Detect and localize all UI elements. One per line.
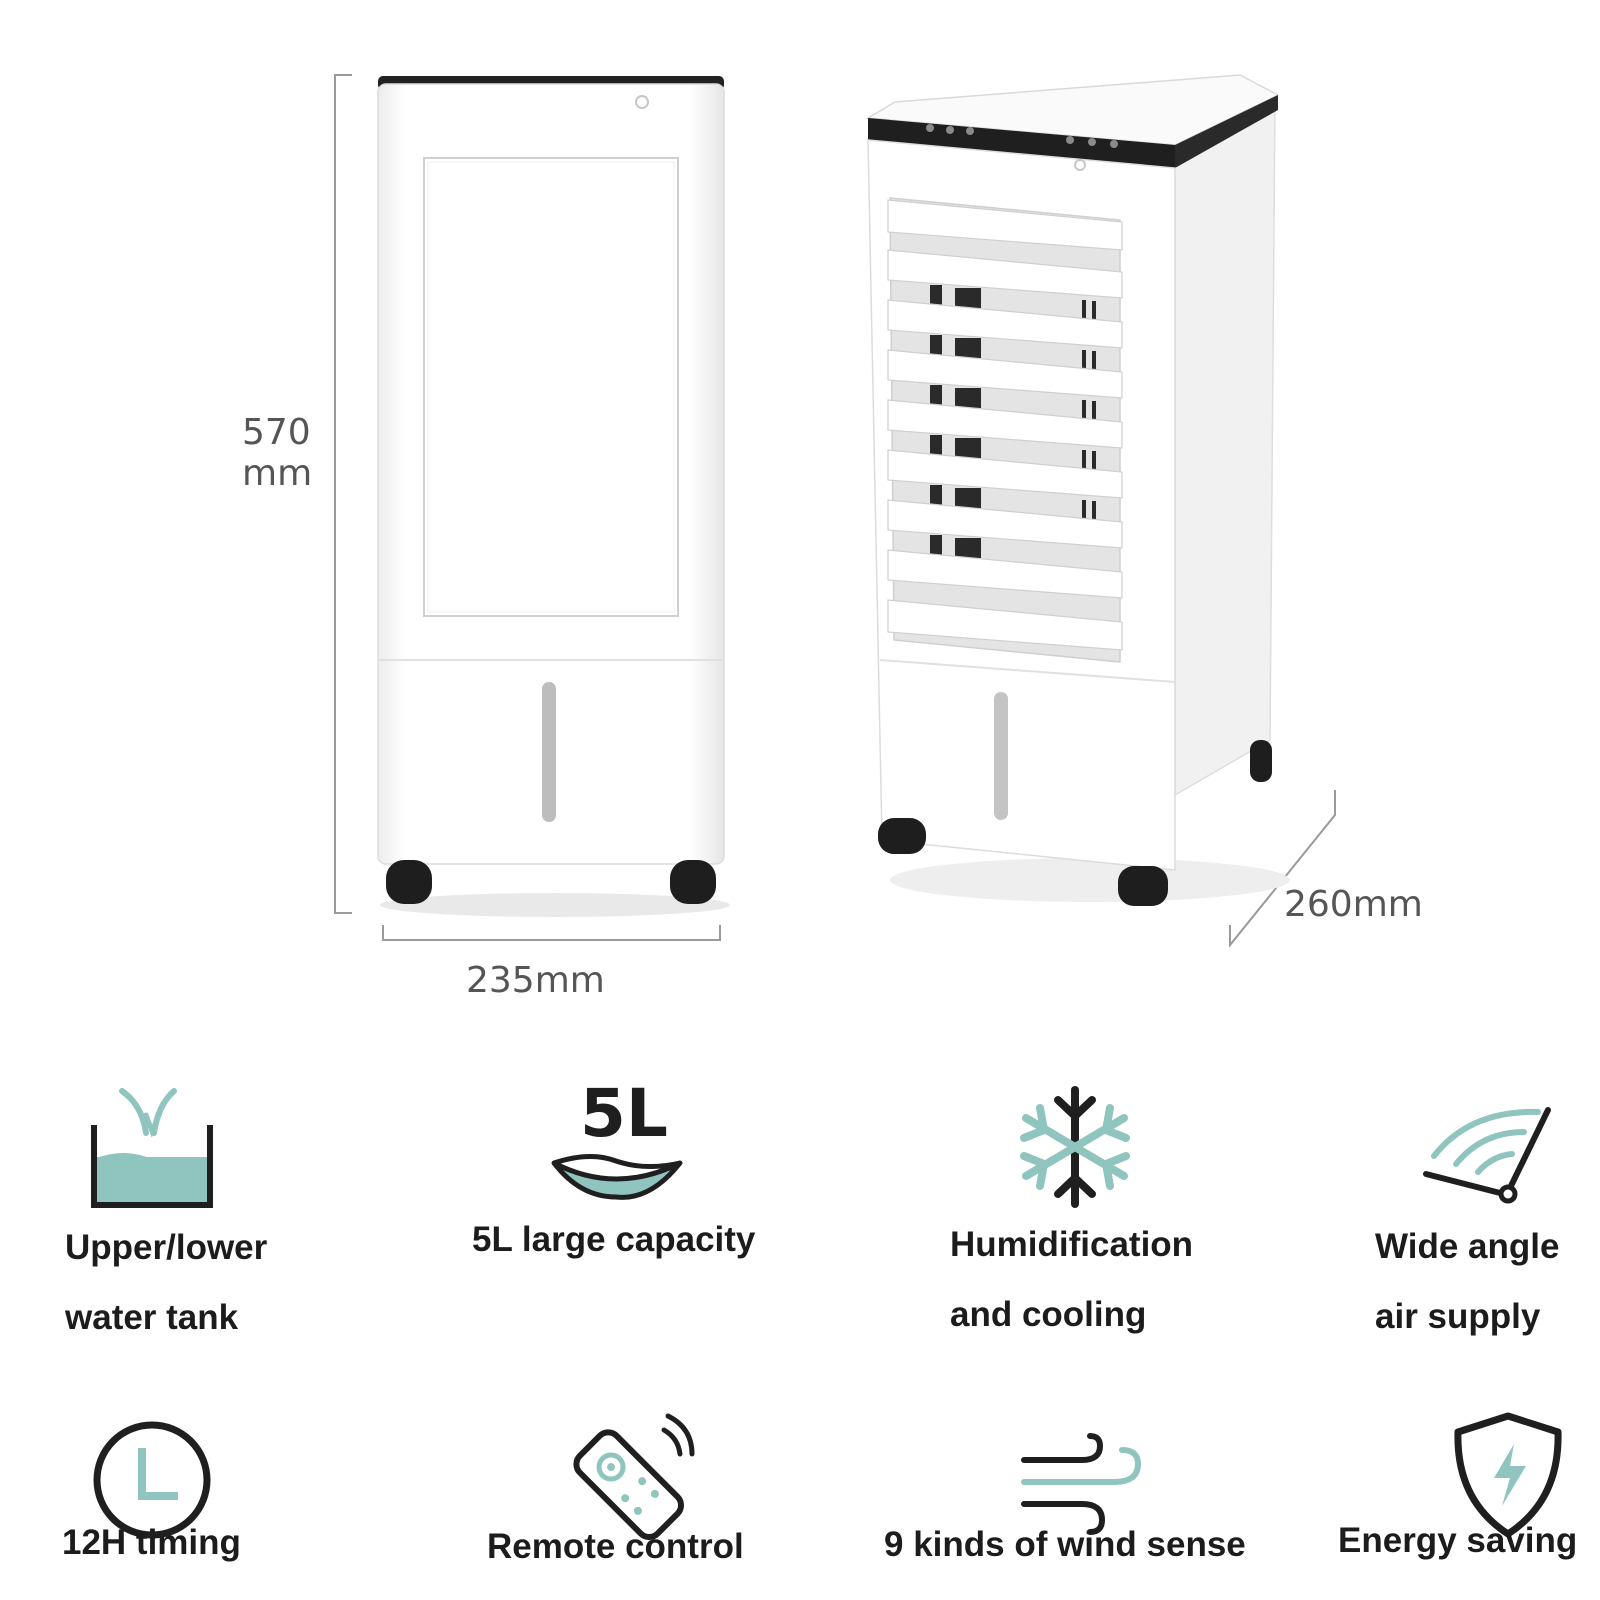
feature-grid: Upper/lower water tank 5L 5L large capac… <box>0 1060 1600 1600</box>
feature-label-humidification: Humidification and cooling <box>950 1225 1194 1334</box>
depth-dimension-label: 260mm <box>1284 884 1423 925</box>
clock-icon <box>93 1421 211 1539</box>
feature-label-remote: Remote control <box>487 1527 744 1566</box>
capacity-icon-text: 5L <box>580 1075 668 1152</box>
wind-icon <box>1021 1433 1142 1535</box>
feature-label-timing: 12H timing <box>62 1523 241 1562</box>
energy-shield-icon <box>1454 1412 1562 1538</box>
feature-label-water-tank: Upper/lower water tank <box>65 1228 268 1337</box>
height-value: 570 <box>242 412 311 453</box>
width-dimension-label: 235mm <box>466 960 605 1001</box>
wide-angle-airflow-icon <box>1423 1107 1551 1204</box>
height-dimension-label: 570 mm <box>242 412 312 495</box>
remote-control-icon <box>573 1413 695 1540</box>
feature-label-energy: Energy saving <box>1338 1521 1578 1560</box>
capacity-5l-icon: 5L <box>550 1075 685 1200</box>
water-tank-splash-icon <box>91 1088 213 1208</box>
width-dimension-line <box>382 925 721 941</box>
height-dimension-line <box>334 74 352 914</box>
feature-label-wind: 9 kinds of wind sense <box>884 1525 1246 1564</box>
product-dimensions-figure: 570 mm 235mm 260mm <box>242 74 1423 1001</box>
feature-label-wide-angle: Wide angle air supply <box>1375 1227 1560 1336</box>
feature-label-capacity: 5L large capacity <box>472 1220 756 1259</box>
height-unit: mm <box>242 453 313 495</box>
cooler-front-view <box>377 76 730 917</box>
cooler-angled-view <box>865 74 1290 906</box>
snowflake-icon <box>1020 1086 1130 1208</box>
